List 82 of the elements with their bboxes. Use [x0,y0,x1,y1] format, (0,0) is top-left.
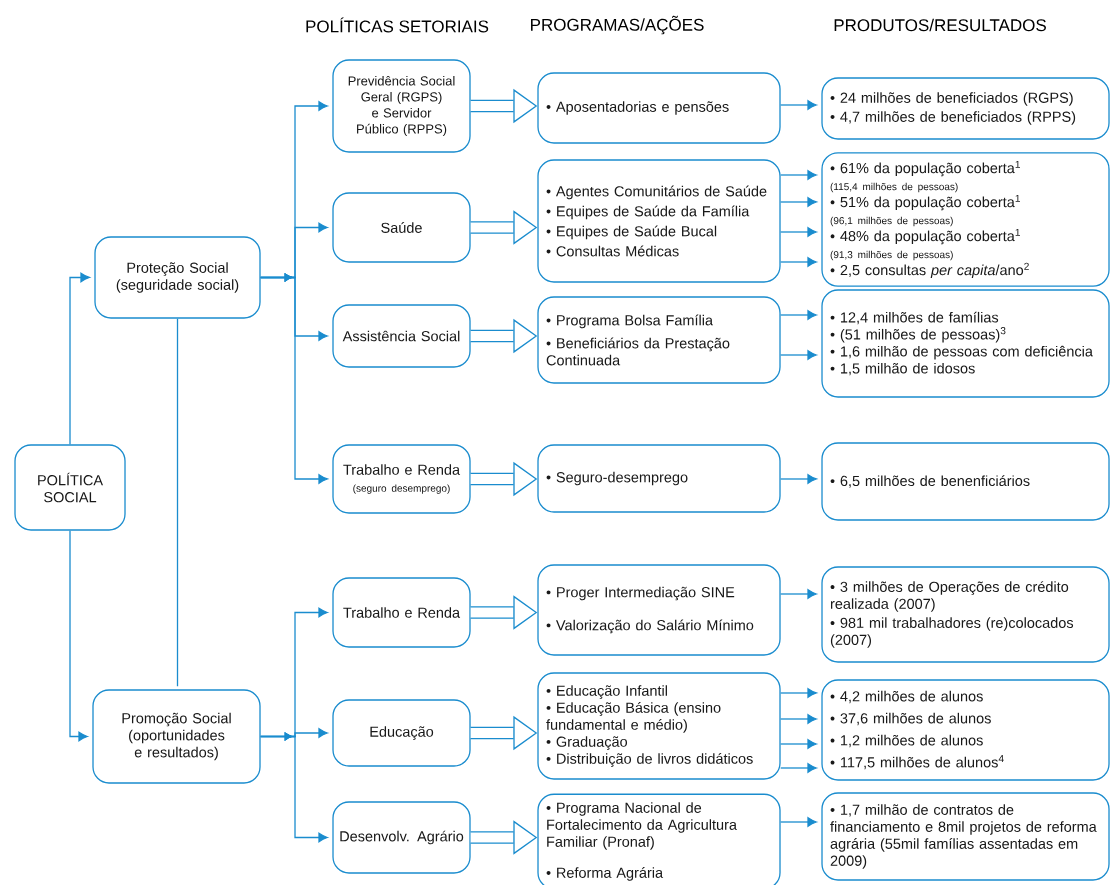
bullet-item: • 48% da população coberta$^{1}$ [830,228,1020,245]
arrow [260,273,328,484]
bullet-item: • 1,7 milhão de contratos de financiamento e 8mil projetos de reforma agrária (55mil famílias assentadas em 2009) [830,804,1097,869]
bullet-item: • Distribuição de livros didáticos [546,753,753,767]
arrow [780,350,817,360]
program-box [537,793,781,885]
bullet-item: • Proger Intermediação SINE [546,586,735,601]
program-box [537,296,781,384]
bullet-item: • Graduação [546,736,628,750]
arrow [69,272,90,445]
bullet-item: • 117,5 milhões de alunos$^{4}$ [830,755,1004,770]
policy-box: Trabalho e Renda (seguro desemprego) [332,444,471,514]
bullet-item: • Equipes de Saúde da Família [546,205,750,220]
bullet-item: • Programa Nacional de Fortalecimento da Agricultura Familiar (Pronaf) [546,802,737,850]
bullet-item: • Equipes de Saúde Bucal [546,225,717,240]
program-box [537,564,781,656]
arrow [780,257,817,267]
bullet-item: • Consultas Médicas [546,245,679,257]
bullet-item: • Reforma Agrária [546,867,664,881]
category-box: Promoção Social (oportunidades e resultados) [92,689,261,784]
arrow [780,817,817,827]
arrow [780,589,817,599]
program-box [537,672,781,780]
item-note: (96,1 milhões de pessoas) [830,216,953,227]
bullet-item: • Educação Infantil [546,685,667,699]
policy-box: Desenvolv. Agrário [332,801,471,874]
bullet-item: • 12,4 milhões de famílias [830,311,999,325]
bullet-item: • Valorização do Salário Mínimo [546,619,754,634]
bullet-item: • Beneficiários da Prestação Continuada [546,337,730,366]
arrow [780,310,817,320]
bullet-item: • Agentes Comunitários de Saúde [546,185,767,200]
bullet-item: • 1,2 milhões de alunos [830,734,983,748]
result-box [821,566,1110,663]
connector-line [176,318,179,687]
arrow [780,474,817,484]
arrow [780,739,817,749]
arrow [260,732,328,843]
bullet-item: • 6,5 milhões de benenficiários [830,475,1030,488]
column-heading: PRODUTOS/RESULTADOS [834,18,1046,32]
result-box [821,152,1110,287]
bullet-item: • Aposentadorias e pensões [546,101,729,115]
arrow [69,530,88,742]
bullet-item: • 1,5 milhão de idosos [830,362,975,376]
category-box: Proteção Social (seguridade social) [94,236,261,319]
program-box [537,72,781,144]
bullet-item: • 61% da população coberta$^{1}$ [830,160,1020,177]
result-box [821,679,1110,781]
result-box [821,289,1110,398]
policy-box: Trabalho e Renda [332,577,471,648]
arrow [780,100,817,110]
bullet-item: • 981 mil trabalhadores (re)colocados (2007) [830,617,1074,648]
arrow [780,197,817,207]
policy-box: Educação [332,699,471,767]
arrow [780,688,817,698]
arrow [780,227,817,237]
arrow [780,170,817,180]
bullet-item: • 51% da população coberta$^{1}$ [830,194,1020,211]
bullet-item: • Educação Básica (ensino fundamental e médio) [546,702,721,733]
policy-box: Previdência Social Geral (RGPS) e Servidor Público (RPPS) [332,59,471,153]
root-box: POLÍTICA SOCIAL [14,444,126,531]
policy-box: Assistência Social [332,304,471,368]
item-note: (91,3 milhões de pessoas) [830,250,953,261]
result-box [821,442,1110,521]
result-box [821,77,1110,140]
arrow [780,763,817,773]
bullet-item: • 3 milhões de Operações de crédito realizada (2007) [830,581,1069,612]
bullet-item: • 1,6 milhão de pessoas com deficiência [830,345,1093,360]
column-heading: PROGRAMAS/AÇÕES [531,15,704,35]
bullet-item: • 24 milhões de beneficiados (RGPS) [830,92,1073,106]
column-heading: POLÍTICAS SETORIAIS [306,17,489,33]
arrow [780,714,817,724]
program-box [537,159,781,283]
bullet-item: • 4,2 milhões de alunos [830,690,983,704]
bullet-item: • Programa Bolsa Família [546,314,713,329]
policy-box: Saúde [332,192,471,263]
result-box [821,792,1110,881]
item-note: (115,4 milhões de pessoas) [830,182,958,193]
bullet-item: • (51 milhões de pessoas)$^{3}$ [830,327,1006,343]
bullet-item: • 4,7 milhões de beneficiados (RPPS) [830,111,1076,125]
bullet-item: • Seguro-desemprego [546,471,688,486]
bullet-item: • 2,5 consultas per capita/ano$^{2}$ [830,262,1029,279]
bullet-item: • 37,6 milhões de alunos [830,712,991,726]
